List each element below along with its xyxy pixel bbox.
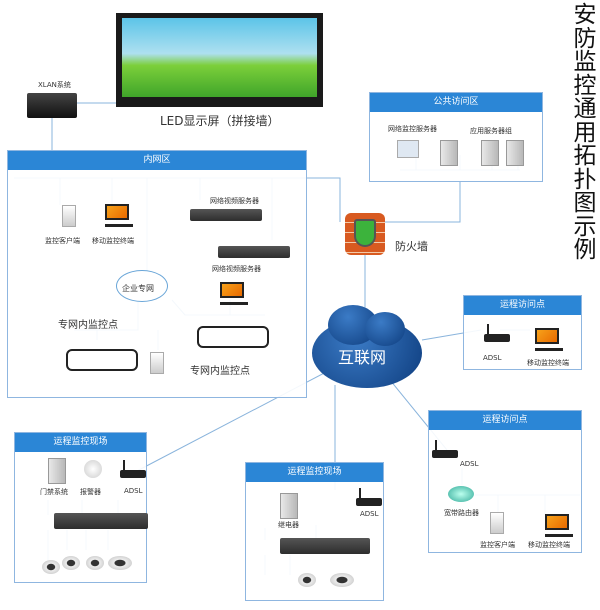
router-label: 宽带路由器 (444, 509, 479, 517)
xlan-label: XLAN系统 (38, 81, 71, 89)
alarm-icon (84, 460, 102, 478)
monitor-server-label: 网络监控服务器 (388, 125, 437, 133)
dvr-icon (66, 349, 138, 371)
xlan-device (27, 93, 77, 118)
remote-access-1: 运程访问点 (463, 295, 582, 370)
inner-zone-header: 内网区 (8, 151, 306, 170)
enterprise-cloud-label: 企业专网 (122, 284, 154, 293)
adsl-router-icon (120, 460, 146, 478)
bullet-camera-icon (108, 556, 132, 570)
app-servers-label: 应用服务器组 (470, 127, 512, 135)
adsl-router-icon (432, 440, 458, 458)
relay-label: 继电器 (278, 521, 299, 529)
dvr-icon (197, 326, 269, 348)
remote-site-1-header: 运程监控现场 (15, 433, 146, 452)
nvs2-icon (218, 246, 290, 258)
client-pc-icon (150, 352, 164, 374)
monitor-icon (105, 204, 133, 230)
alarm-label: 报警器 (80, 488, 101, 496)
monitor-icon (220, 282, 248, 308)
adsl-label: ADSL (483, 354, 502, 362)
firewall-label: 防火墙 (395, 240, 428, 253)
server-icon (481, 140, 499, 166)
led-label: LED显示屏（拼接墙） (160, 114, 280, 128)
remote-access-1-header: 运程访问点 (464, 296, 581, 315)
dome-camera-icon (298, 573, 316, 587)
public-zone-header: 公共访问区 (370, 93, 542, 112)
server-icon (440, 140, 458, 166)
monitor-icon (535, 328, 563, 354)
mobile-label: 移动监控终端 (528, 541, 570, 549)
nvs2-label: 网络视频服务器 (212, 265, 261, 273)
adsl-router-icon (484, 324, 510, 342)
broadband-router-icon (448, 486, 474, 502)
firewall-icon (345, 213, 385, 255)
client-label: 监控客户端 (480, 541, 515, 549)
enterprise-cloud-icon (116, 270, 168, 302)
mobile-label: 移动监控终端 (527, 359, 569, 367)
diagram-title: 安防监控通用拓扑图示例 (573, 2, 597, 263)
public-zone: 公共访问区 (369, 92, 543, 182)
nvs1-label: 网络视频服务器 (210, 197, 259, 205)
door-label: 门禁系统 (40, 488, 68, 496)
point1-label: 专网内监控点 (58, 320, 118, 331)
door-access-icon (48, 458, 66, 484)
adsl-label: ADSL (360, 510, 379, 518)
point2-label: 专网内监控点 (190, 366, 250, 377)
relay-icon (280, 493, 298, 519)
internet-label: 互联网 (338, 348, 387, 367)
camera-icon (86, 556, 104, 570)
dvr-icon (54, 513, 148, 529)
led-display-wall (116, 13, 323, 107)
bullet-camera-icon (330, 573, 354, 587)
remote-access-2-header: 运程访问点 (429, 411, 581, 430)
adsl-label: ADSL (124, 487, 143, 495)
camera-icon (42, 560, 60, 574)
dvr-icon (280, 538, 370, 554)
dome-camera-icon (62, 556, 80, 570)
pc-icon (397, 140, 419, 158)
monitor-icon (545, 514, 573, 540)
nvs1-icon (190, 209, 262, 221)
mobile-label: 移动监控终端 (92, 237, 134, 245)
adsl-router-icon (356, 488, 382, 506)
adsl-label: ADSL (460, 460, 479, 468)
client-label: 监控客户端 (45, 237, 80, 245)
server-icon (506, 140, 524, 166)
cloud-puff (365, 312, 405, 346)
client-pc-icon (490, 512, 504, 534)
client-pc-icon (62, 205, 76, 227)
remote-site-2-header: 运程监控现场 (246, 463, 383, 482)
